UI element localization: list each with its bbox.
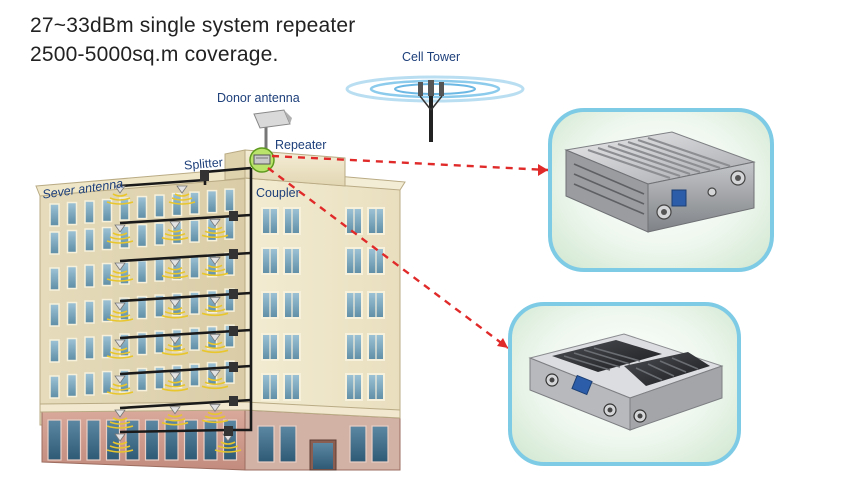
splitter-icon [200,170,209,181]
server-antenna-icon [106,339,134,359]
server-antenna-icon [161,336,189,356]
cell-tower-label: Cell Tower [402,50,461,64]
server-antenna-icon [106,224,134,244]
donor-antenna-label: Donor antenna [217,91,300,105]
repeater-product-panel-1 [548,108,774,272]
server-antenna-icon [201,296,229,317]
server-antenna-icon [106,302,134,322]
server-antenna-icon [161,299,189,319]
server-antenna-icon [161,221,189,241]
server-antenna-icon [106,262,134,282]
server-antenna-icon [201,369,229,390]
silver-repeater-image [564,131,756,233]
repeater-label: Repeater [275,138,327,152]
server-antenna-icon [106,409,134,429]
headline-line-1: 27~33dBm single system repeater [30,14,356,37]
repeater-product-panel-2 [508,302,741,466]
callout-lines [267,154,549,349]
server-antenna-icon [106,185,134,205]
server-antenna-icon [201,333,229,354]
server-antenna-icon [168,185,196,205]
server-antenna-icon [106,375,134,395]
cell-tower-icon [345,75,525,142]
building [35,149,406,471]
server-antenna-icon [161,406,189,426]
server-antenna-icon [161,372,189,392]
donor-antenna-icon [253,109,292,152]
coupler-icon [224,211,238,436]
server-antenna-icon [106,433,242,453]
server-antenna-icon [201,218,229,239]
repeater-icon [249,147,275,173]
server-antenna-icon [201,403,229,424]
black-repeater-image [528,333,724,431]
headline-line-2: 2500-5000sq.m coverage. [30,43,279,66]
server-antenna-icon [201,256,229,277]
coupler-label: Coupler [256,186,300,200]
server-antenna-icon [161,259,189,279]
